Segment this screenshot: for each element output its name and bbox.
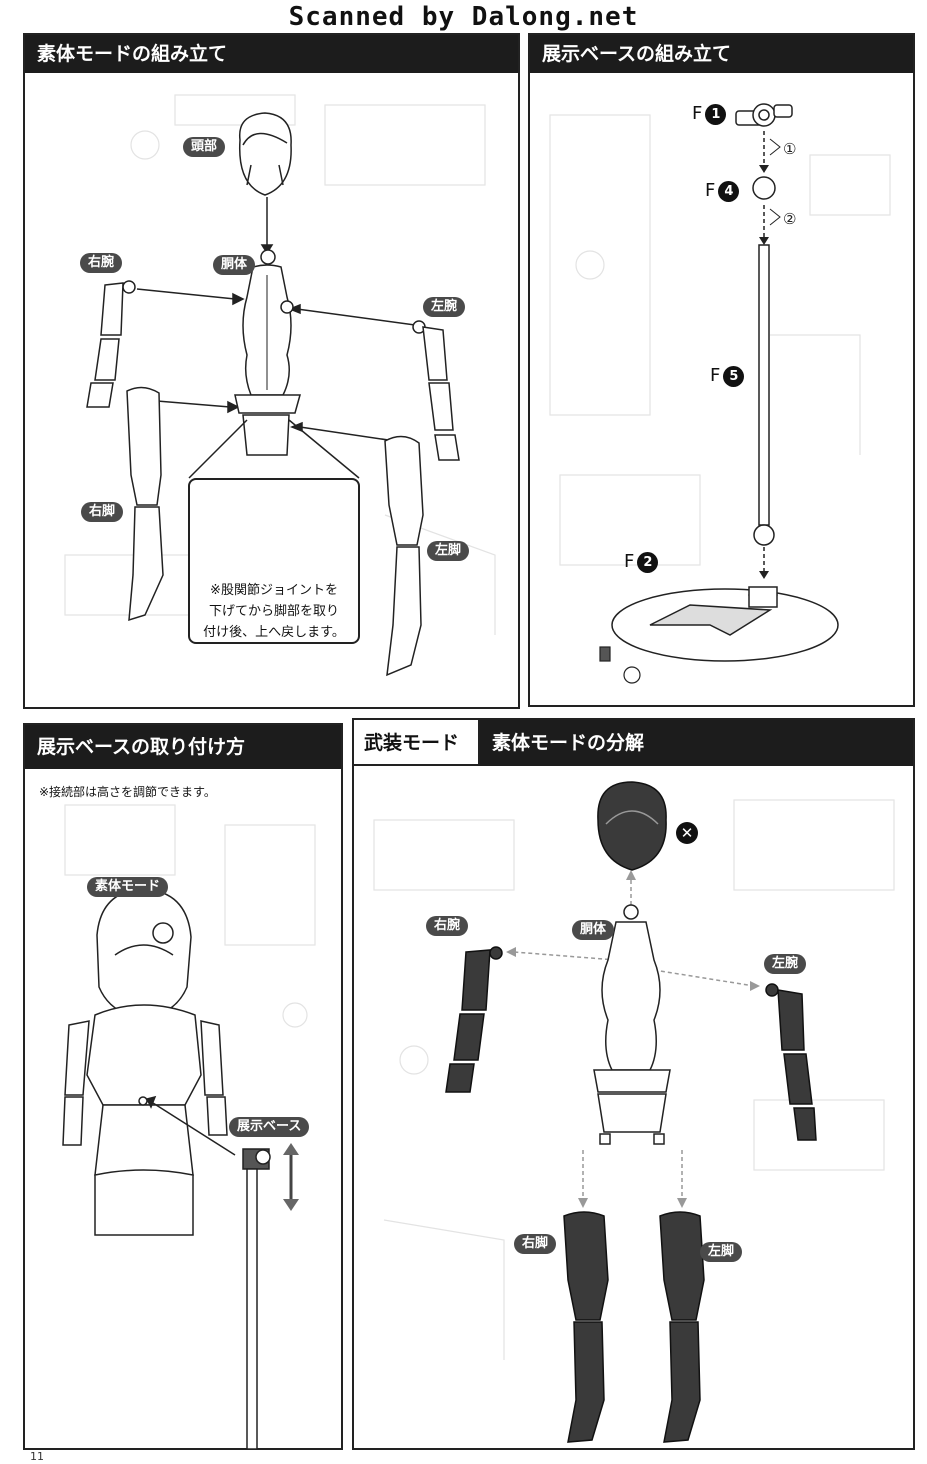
- f5-rod-part: [753, 244, 775, 546]
- display-base-rod: [242, 1148, 271, 1450]
- svg-text:①: ①: [783, 140, 796, 158]
- remove-head-icon: ✕: [676, 822, 698, 844]
- label-left-arm: 左腕: [423, 297, 466, 317]
- right-arm-part: [86, 280, 136, 408]
- label-right-leg: 右脚: [514, 1234, 557, 1254]
- svg-text:②: ②: [783, 210, 796, 228]
- page-number: 11: [30, 1450, 44, 1463]
- f2-base-part: [611, 586, 839, 662]
- attach-diagram: [62, 804, 316, 1450]
- label-right-arm: 右腕: [80, 253, 123, 273]
- head-part: [238, 112, 292, 196]
- left-arm-part-dark: [765, 983, 817, 1141]
- left-arm-part: [412, 320, 460, 461]
- scan-watermark: Scanned by Dalong.net: [288, 2, 639, 32]
- left-leg-part: [384, 435, 424, 677]
- panel-title: 素体モードの分解: [480, 720, 913, 766]
- panel-title: 展示ベースの取り付け方: [25, 725, 341, 769]
- part-number-badge: 1: [705, 103, 727, 125]
- base-diagram: ① ②: [549, 103, 891, 684]
- label-left-leg: 左脚: [700, 1242, 743, 1262]
- label-torso: 胴体: [572, 920, 615, 940]
- panel-title: 素体モードの組み立て: [25, 35, 518, 73]
- hip-joint-callout: ※股関節ジョイントを 下げてから脚部を取り 付け後、上へ戻します。: [188, 478, 360, 644]
- left-leg-part-dark: [659, 1211, 705, 1443]
- right-leg-part: [126, 386, 164, 622]
- label-head: 頭部: [183, 137, 226, 157]
- head-part-dark: [597, 781, 667, 871]
- part-number-badge: 2: [637, 551, 659, 573]
- part-number-badge: 5: [723, 365, 745, 387]
- panel-title-mode: 武装モード: [354, 720, 480, 766]
- label-right-leg: 右脚: [81, 502, 124, 522]
- callout-line-3: 付け後、上へ戻します。: [203, 625, 345, 640]
- callout-line-2: 下げてから脚部を取り: [208, 604, 339, 619]
- label-left-arm: 左腕: [764, 954, 807, 974]
- right-arm-part-dark: [445, 946, 503, 1093]
- label-torso: 胴体: [213, 255, 256, 275]
- panel-body-mode-assembly: 素体モードの組み立て: [23, 33, 520, 709]
- height-adjust-note: ※接続部は高さを調節できます。: [39, 785, 216, 799]
- panel-display-base-attach: 展示ベースの取り付け方 ※接続部は高さを調節できます。 素体モード: [23, 723, 343, 1450]
- callout-line-1: ※股関節ジョイントを: [210, 583, 338, 598]
- disassembly-diagram: [373, 781, 895, 1443]
- label-right-arm: 右腕: [426, 916, 469, 936]
- f1-joint-part: [735, 103, 793, 127]
- right-leg-part-dark: [563, 1211, 609, 1443]
- torso-part: [234, 249, 301, 456]
- label-left-leg: 左脚: [427, 541, 470, 561]
- figure-back-view: [62, 888, 228, 1236]
- f4-ball-part: [752, 176, 776, 200]
- label-display-base: 展示ベース: [229, 1117, 310, 1137]
- panel-title: 展示ベースの組み立て: [530, 35, 913, 73]
- panel-body-mode-disassembly: 武装モード 素体モードの分解: [352, 718, 915, 1450]
- label-body-mode: 素体モード: [87, 877, 169, 897]
- torso-part-outline: [593, 904, 671, 1145]
- part-number-badge: 4: [718, 180, 740, 202]
